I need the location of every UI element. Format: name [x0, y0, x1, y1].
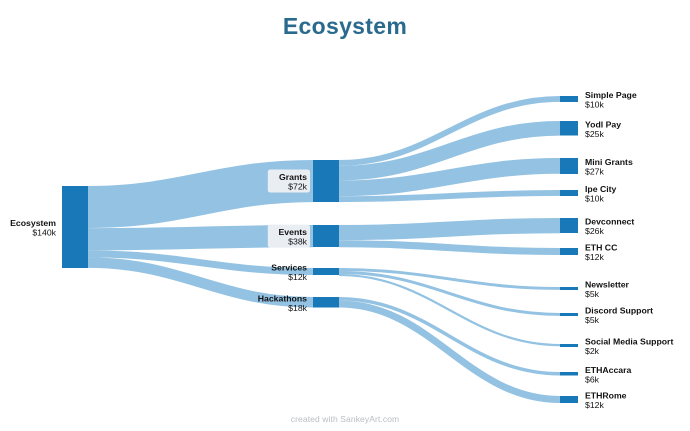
sankey-link — [338, 300, 561, 404]
sankey-node-discord_support[interactable] — [560, 313, 578, 317]
node-label-mini_grants: Mini Grants$27k — [585, 157, 633, 177]
sankey-link — [87, 250, 314, 276]
node-label-value: $18k — [288, 303, 307, 313]
sankey-node-events[interactable] — [313, 225, 339, 248]
sankey-node-newsletter[interactable] — [560, 287, 578, 291]
sankey-node-ethrome[interactable] — [560, 396, 578, 404]
node-label-name: Simple Page — [585, 90, 637, 100]
page-title: Ecosystem — [282, 13, 408, 39]
sankey-link — [87, 257, 314, 308]
node-label-value: $26k — [585, 226, 604, 236]
node-label-value: $140k — [32, 227, 56, 237]
node-label-name: Grants — [279, 172, 307, 182]
node-label-value: $10k — [585, 193, 604, 203]
sankey-link — [338, 190, 561, 203]
node-label-hackathons: Hackathons$18k — [258, 293, 308, 313]
sankey-node-mini_grants[interactable] — [560, 158, 578, 174]
node-label-value: $38k — [288, 237, 307, 247]
sankey-link — [338, 240, 561, 256]
node-label-grants: Grants$72k — [267, 169, 310, 193]
sankey-node-ipe_city[interactable] — [560, 190, 578, 196]
node-label-value: $10k — [585, 99, 604, 109]
node-label-value: $12k — [585, 252, 604, 262]
node-label-ecosystem: Ecosystem$140k — [10, 218, 57, 238]
node-label-value: $6k — [585, 374, 600, 384]
node-label-name: Events — [279, 227, 308, 237]
node-label-name: Services — [271, 263, 307, 273]
node-label-box — [267, 169, 310, 193]
node-label-eth_cc: ETH CC$12k — [585, 243, 618, 263]
node-label-name: Yodl Pay — [585, 119, 621, 129]
node-label-devconnect: Devconnect$26k — [585, 217, 634, 237]
node-label-name: Ecosystem — [10, 218, 56, 228]
node-label-name: Social Media Support — [585, 337, 673, 347]
node-label-value: $12k — [585, 400, 604, 410]
node-label-ipe_city: Ipe City$10k — [585, 184, 617, 204]
sankey-link — [338, 273, 561, 347]
credit-text: created with SankeyArt.com — [290, 414, 400, 424]
sankey-link — [338, 218, 561, 241]
node-label-ethrome: ETHRome$12k — [585, 391, 627, 411]
sankey-node-services[interactable] — [313, 268, 339, 276]
node-label-value: $5k — [585, 315, 600, 325]
sankey-node-yodl_pay[interactable] — [560, 121, 578, 136]
node-label-social_media_support: Social Media Support$2k — [585, 337, 673, 357]
node-label-events: Events$38k — [267, 224, 310, 248]
links-layer — [87, 96, 561, 404]
node-label-name: Newsletter — [585, 280, 630, 290]
node-label-name: Hackathons — [258, 293, 307, 303]
node-label-value: $5k — [585, 289, 600, 299]
sankey-node-hackathons[interactable] — [313, 297, 339, 308]
sankey-link — [338, 158, 561, 197]
sankey-link — [338, 267, 561, 290]
labels-layer: Ecosystem$140k Grants$72kEvents$38kServic… — [10, 90, 673, 410]
node-label-value: $2k — [585, 346, 600, 356]
node-label-name: ETHRome — [585, 391, 627, 401]
node-label-value: $27k — [585, 166, 604, 176]
node-label-name: Discord Support — [585, 306, 653, 316]
sankey-node-social_media_support[interactable] — [560, 344, 578, 348]
sankey-node-ecosystem[interactable] — [62, 186, 88, 268]
node-label-newsletter: Newsletter$5k — [585, 280, 630, 300]
sankey-node-grants[interactable] — [313, 160, 339, 203]
node-label-box — [267, 224, 310, 248]
sankey-node-simple_page[interactable] — [560, 96, 578, 102]
node-label-value: $12k — [288, 272, 307, 282]
node-label-name: ETHAccara — [585, 365, 632, 375]
node-label-name: ETH CC — [585, 243, 618, 253]
sankey-link — [338, 270, 561, 316]
nodes-layer — [62, 96, 578, 404]
node-label-discord_support: Discord Support$5k — [585, 306, 653, 326]
node-label-simple_page: Simple Page$10k — [585, 90, 637, 110]
node-label-value: $72k — [288, 182, 307, 192]
node-label-yodl_pay: Yodl Pay$25k — [585, 119, 621, 139]
sankey-node-ethaccara[interactable] — [560, 372, 578, 376]
sankey-link — [338, 121, 561, 181]
sankey-link — [338, 297, 561, 376]
node-label-name: Ipe City — [585, 184, 617, 194]
sankey-node-devconnect[interactable] — [560, 218, 578, 234]
node-label-name: Mini Grants — [585, 157, 633, 167]
sankey-node-eth_cc[interactable] — [560, 248, 578, 256]
node-label-name: Devconnect — [585, 217, 634, 227]
node-label-value: $25k — [585, 129, 604, 139]
node-label-ethaccara: ETHAccara$6k — [585, 365, 632, 385]
sankey-link — [338, 96, 561, 166]
node-label-services: Services$12k — [271, 263, 307, 283]
